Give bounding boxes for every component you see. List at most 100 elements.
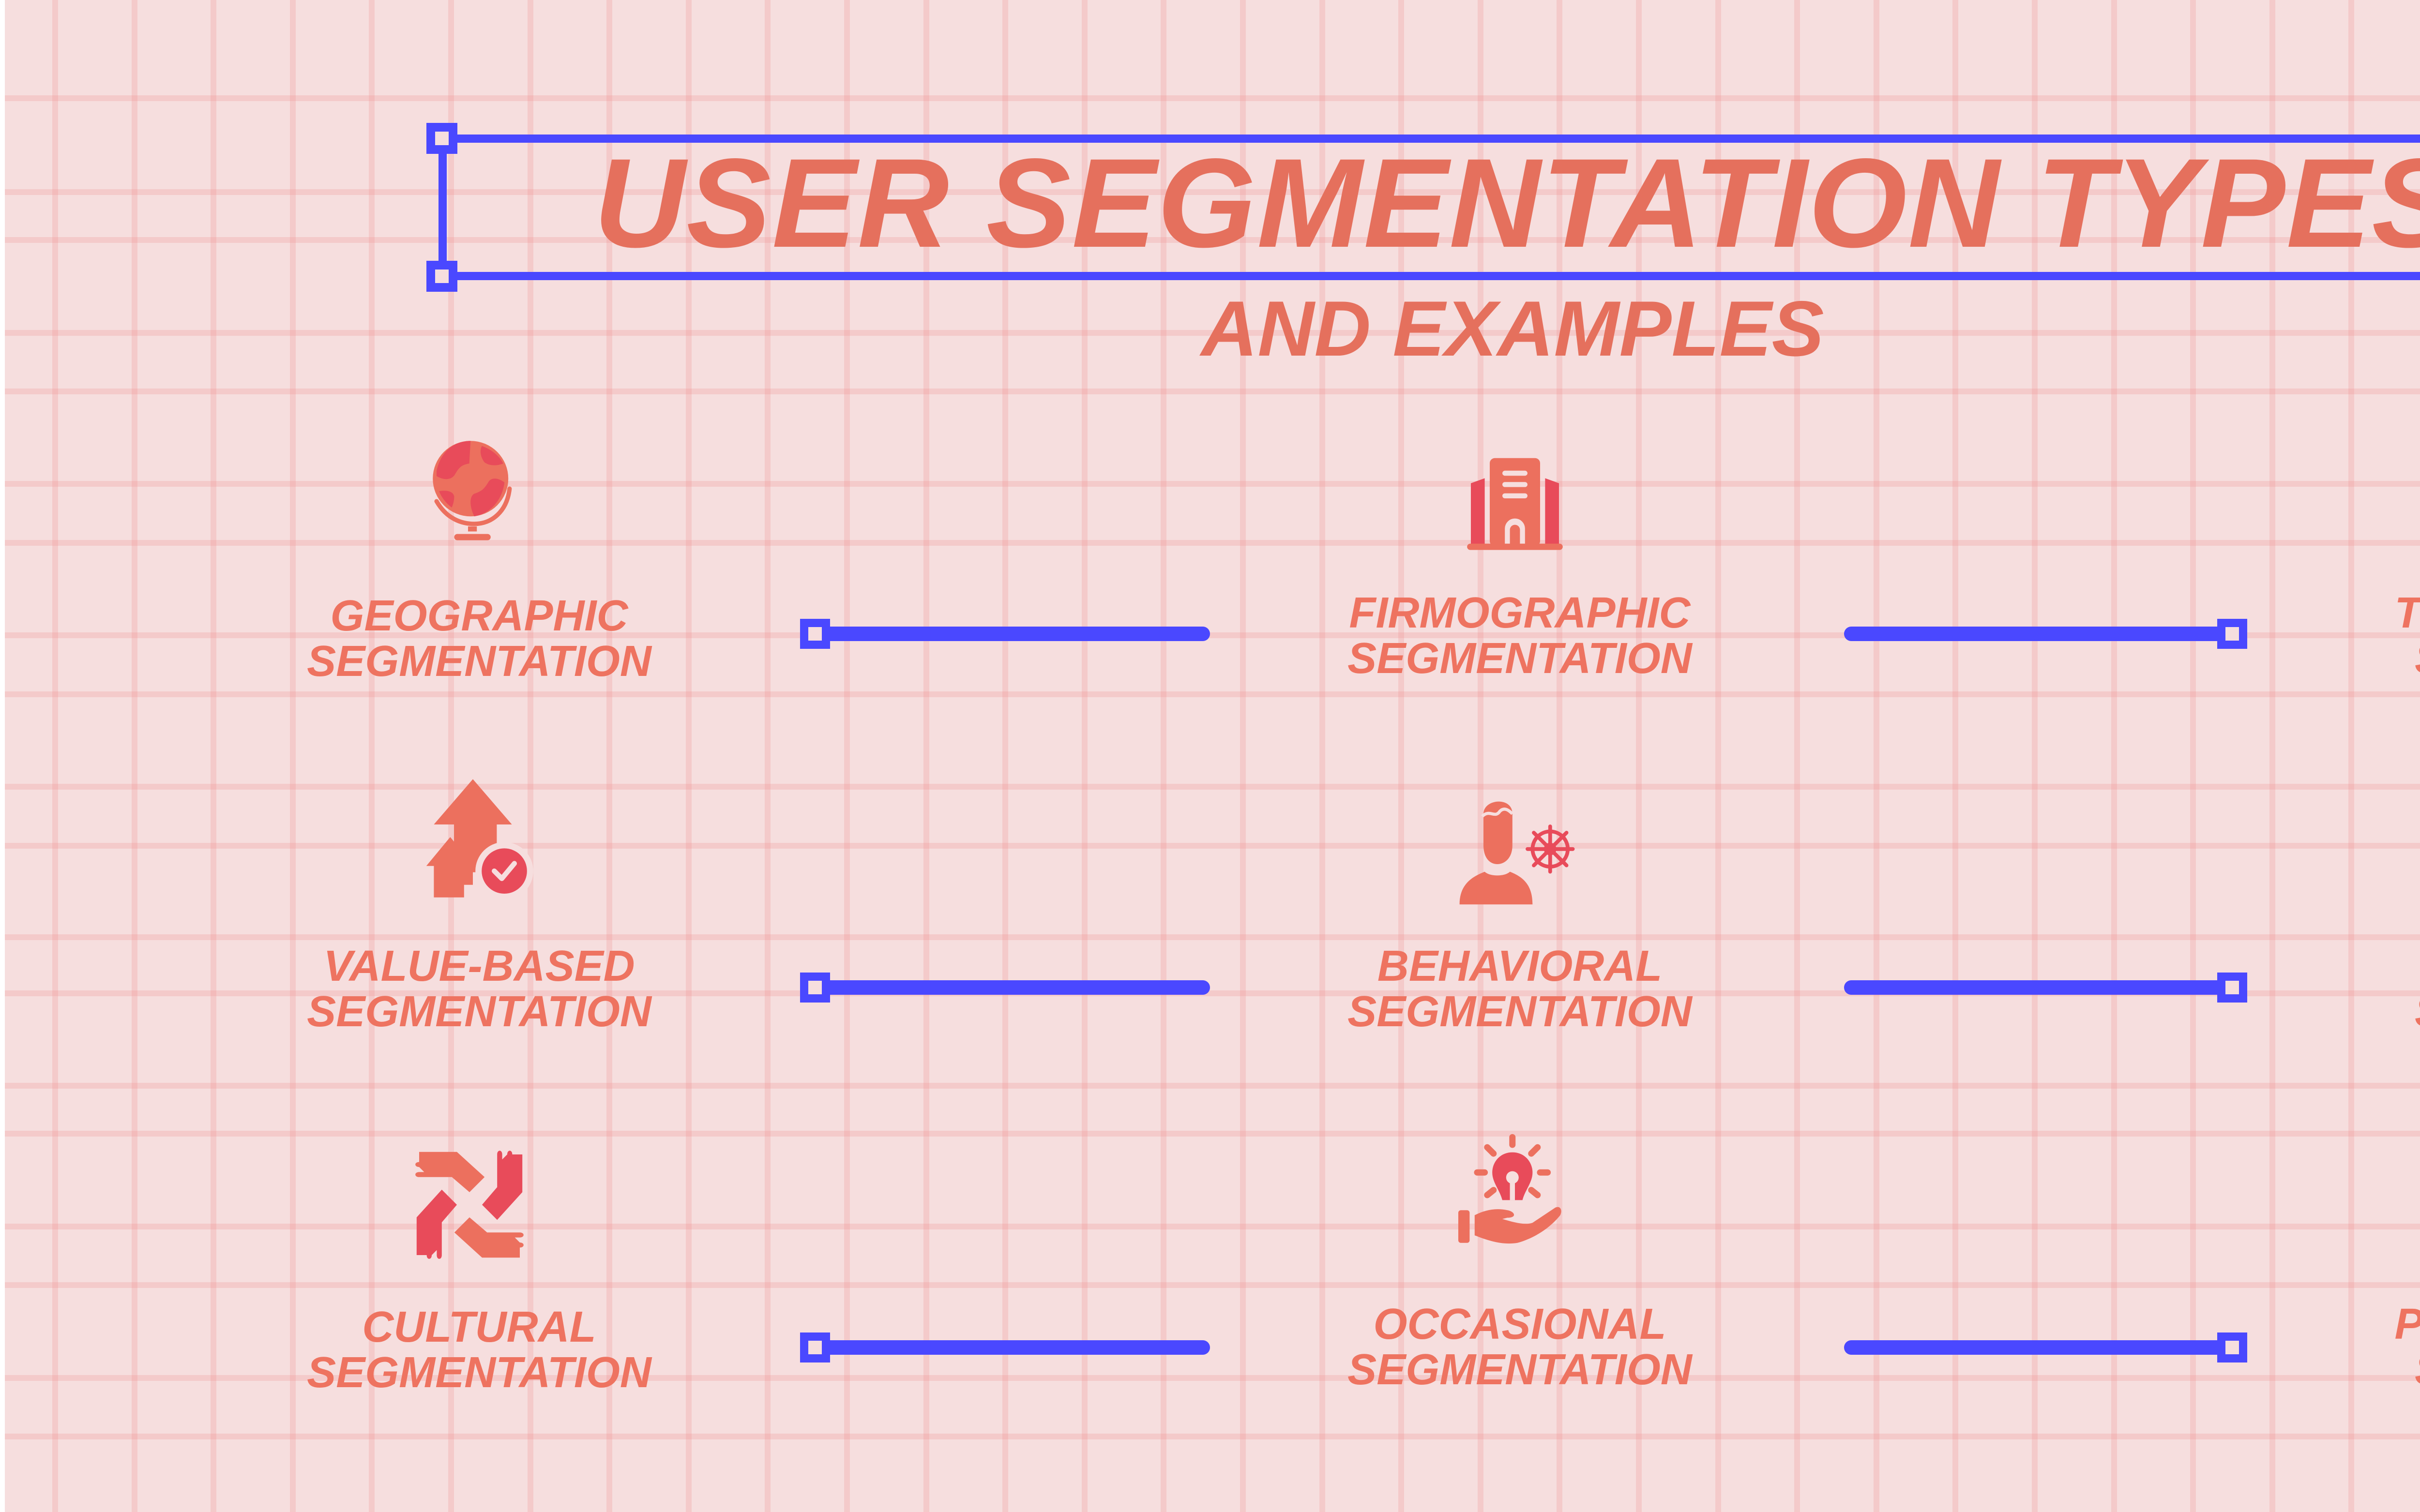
- hands-circle-icon: [407, 1142, 532, 1268]
- label-cultural: CULTURAL SEGMENTATION: [189, 1304, 770, 1395]
- label-line2: SEGMENTATION: [1347, 988, 1692, 1036]
- grid-line-vertical: [52, 0, 58, 1512]
- grid-line-vertical: [1002, 0, 1008, 1512]
- page-title: USER SEGMENTATION TYPES: [593, 132, 2420, 274]
- grid-line-horizontal: [5, 691, 2420, 697]
- frame-top-edge: [442, 135, 2420, 143]
- label-line2: SEGMENTATION: [2297, 636, 2420, 681]
- label-line2: SEGMENTATION: [307, 988, 651, 1036]
- label-technographic: TECHNOGRAPHIC SEGMENTATION: [2297, 590, 2420, 681]
- grid-line-vertical: [923, 0, 929, 1512]
- grid-line-horizontal: [5, 1224, 2420, 1229]
- label-behavioral: BEHAVIORAL SEGMENTATION: [1229, 943, 1810, 1034]
- grid-line-vertical: [211, 0, 216, 1512]
- grid-line-vertical: [2111, 0, 2117, 1512]
- grid-line-horizontal: [5, 189, 2420, 195]
- label-psychographic: PSYCHOGRAPHIC SEGMENTATION: [2297, 1302, 2420, 1392]
- grid-line-horizontal: [5, 237, 2420, 243]
- grid-line-vertical: [1161, 0, 1166, 1512]
- grid-line-vertical: [1082, 0, 1088, 1512]
- grid-line-vertical: [1715, 0, 1721, 1512]
- page-subtitle: AND EXAMPLES: [1201, 285, 1824, 373]
- connector-line: [1844, 980, 2222, 995]
- grid-line-horizontal: [5, 784, 2420, 790]
- label-line2: SEGMENTATION: [1347, 1346, 1692, 1394]
- connector-line: [1844, 1340, 2222, 1355]
- label-line1: TECHNOGRAPHIC: [2394, 589, 2420, 637]
- connector-handle[interactable]: [2217, 1332, 2247, 1362]
- label-line2: SEGMENTATION: [1347, 634, 1692, 683]
- connector-handle[interactable]: [2217, 973, 2247, 1003]
- frame-bottom-edge: [442, 272, 2420, 280]
- label-line1: OCCASIONAL: [1373, 1300, 1666, 1348]
- label-line1: DEMOGRAPHIC: [2297, 943, 2420, 989]
- grid-line-horizontal: [5, 1131, 2420, 1137]
- grid-line-vertical: [844, 0, 850, 1512]
- grid-line-horizontal: [5, 632, 2420, 638]
- grid-line-horizontal: [5, 934, 2420, 940]
- label-line1: PSYCHOGRAPHIC: [2297, 1302, 2420, 1347]
- grid-line-vertical: [1636, 0, 1642, 1512]
- grid-line-vertical: [1557, 0, 1562, 1512]
- grid-line-vertical: [369, 0, 375, 1512]
- label-geographic: GEOGRAPHIC SEGMENTATION: [189, 593, 770, 684]
- frame-handle-top-left[interactable]: [426, 123, 457, 154]
- connector-handle[interactable]: [800, 619, 830, 649]
- connector-line: [1844, 627, 2222, 641]
- grid-line-vertical: [448, 0, 454, 1512]
- grid-line-horizontal: [5, 330, 2420, 336]
- grid-line-vertical: [1952, 0, 1958, 1512]
- grid-line-horizontal: [5, 95, 2420, 101]
- office-building-icon: [1452, 435, 1578, 561]
- label-value-based: VALUE-BASED SEGMENTATION: [189, 943, 770, 1034]
- grid-line-vertical: [765, 0, 771, 1512]
- grid-line-horizontal: [5, 1375, 2420, 1381]
- grid-line-vertical: [1398, 0, 1404, 1512]
- label-line1: BEHAVIORAL: [1377, 942, 1663, 990]
- globe-icon: [411, 426, 537, 552]
- connector-handle[interactable]: [800, 973, 830, 1003]
- label-line2: SEGMENTATION: [2297, 1347, 2420, 1392]
- growth-arrows-check-icon: [416, 774, 542, 900]
- connector-handle[interactable]: [800, 1332, 830, 1362]
- label-line1: FIRMOGRAPHIC: [1349, 589, 1691, 637]
- label-demographic: DEMOGRAPHIC SEGMENTATION: [2297, 943, 2420, 1034]
- grid-line-horizontal: [5, 389, 2420, 394]
- label-firmographic: FIRMOGRAPHIC SEGMENTATION: [1229, 590, 1810, 681]
- connector-line: [828, 1340, 1210, 1355]
- frame-handle-bottom-left[interactable]: [426, 261, 457, 292]
- label-line1: GEOGRAPHIC: [330, 592, 628, 640]
- grid-line-vertical: [2032, 0, 2038, 1512]
- label-line1: VALUE-BASED: [323, 942, 635, 990]
- grid-line-vertical: [132, 0, 137, 1512]
- label-line2: SEGMENTATION: [2297, 989, 2420, 1034]
- person-wheel-icon: [1452, 789, 1578, 914]
- hand-lightbulb-icon: [1452, 1132, 1578, 1258]
- grid-line-horizontal: [5, 1083, 2420, 1089]
- grid-line-vertical: [2348, 0, 2354, 1512]
- grid-line-vertical: [1794, 0, 1800, 1512]
- grid-line-vertical: [686, 0, 692, 1512]
- grid-line-vertical: [2269, 0, 2275, 1512]
- grid-line-vertical: [1240, 0, 1246, 1512]
- label-line2: SEGMENTATION: [307, 637, 651, 686]
- grid-line-horizontal: [5, 990, 2420, 996]
- frame-left-edge: [439, 140, 447, 276]
- grid-line-vertical: [290, 0, 296, 1512]
- grid-line-vertical: [1874, 0, 1879, 1512]
- grid-line-vertical: [1478, 0, 1483, 1512]
- grid-line-vertical: [528, 0, 533, 1512]
- grid-line-vertical: [1319, 0, 1325, 1512]
- grid-line-horizontal: [5, 481, 2420, 487]
- connector-handle[interactable]: [2217, 619, 2247, 649]
- grid-line-horizontal: [5, 540, 2420, 546]
- connector-line: [828, 627, 1210, 641]
- connector-line: [828, 980, 1210, 995]
- grid-line-horizontal: [5, 1282, 2420, 1288]
- label-line2: SEGMENTATION: [307, 1348, 651, 1397]
- grid-line-horizontal: [5, 1434, 2420, 1439]
- label-occasional: OCCASIONAL SEGMENTATION: [1229, 1302, 1810, 1392]
- grid-line-horizontal: [5, 843, 2420, 849]
- grid-line-vertical: [2190, 0, 2196, 1512]
- grid-line-vertical: [606, 0, 612, 1512]
